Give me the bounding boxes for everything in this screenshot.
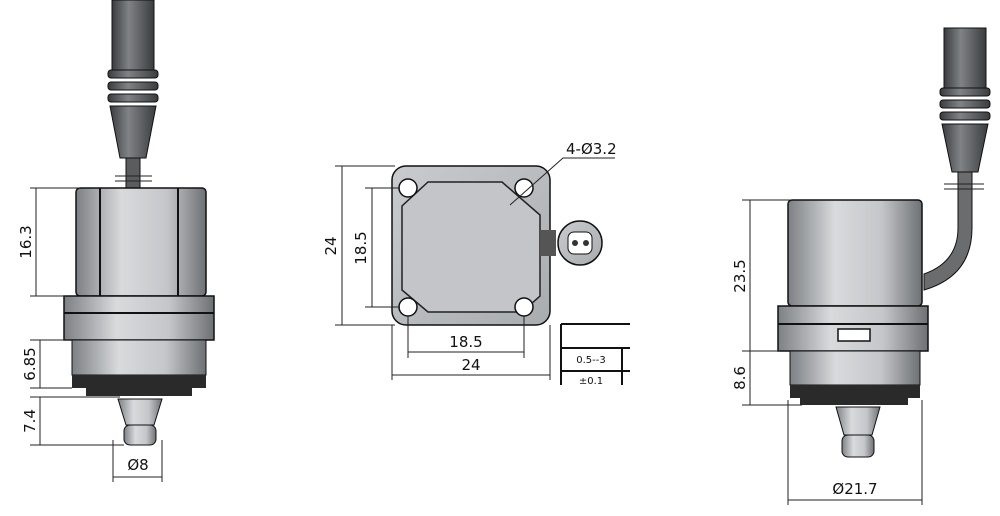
dim-overall-width: 24 (461, 356, 480, 374)
dim-lower-height: 8.6 (731, 366, 749, 390)
dim-body-height: 23.5 (731, 259, 749, 292)
latch-slot (837, 328, 871, 342)
cable (923, 27, 991, 291)
dimension-lines (335, 157, 615, 380)
right-view: 23.5 8.6 Ø21.7 (731, 27, 991, 505)
dim-diameter: Ø21.7 (832, 480, 877, 498)
dim-lower-height: 6.85 (21, 347, 39, 380)
nozzle (117, 398, 163, 446)
housing (75, 187, 207, 297)
table-row-tolerance: ±0.1 (579, 376, 603, 387)
flange (63, 295, 215, 341)
table-row-range: 0.5--3 (576, 355, 605, 366)
dim-overall-height: 24 (322, 236, 340, 255)
dim-nozzle-diameter: Ø8 (127, 456, 148, 474)
top-view: 24 18.5 18.5 24 4-Ø3.2 0.5--3 ±0.1 (322, 140, 630, 387)
housing (787, 199, 923, 307)
dim-nozzle-height: 7.4 (21, 409, 39, 433)
dim-hole-spacing-horizontal: 18.5 (449, 333, 482, 351)
left-view: 16.3 6.85 7.4 Ø8 (17, 0, 215, 482)
cable (107, 0, 159, 189)
dim-body-height: 16.3 (17, 225, 35, 258)
hole-callout: 4-Ø3.2 (566, 140, 617, 158)
dim-hole-spacing-vertical: 18.5 (352, 231, 370, 264)
tolerance-table: 0.5--3 ±0.1 (560, 323, 630, 387)
nozzle (835, 406, 881, 458)
dimension-lines (30, 187, 163, 482)
connector (540, 220, 603, 266)
dimension-lines (742, 199, 923, 505)
